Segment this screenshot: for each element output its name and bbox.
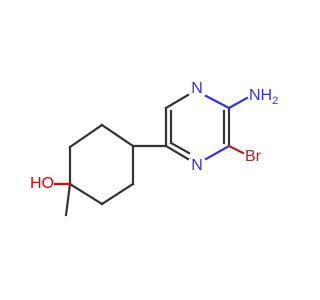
cyclohexane-ring [68, 123, 135, 206]
bond-c4-methyl [64, 182, 72, 217]
bromine-label: Br [245, 148, 262, 165]
bond-p5-nb [204, 144, 231, 161]
hydroxyl-label: HO [30, 175, 54, 192]
bond-amine [227, 96, 249, 110]
nitrogen-bottom-label: N [191, 157, 203, 174]
nitrogen-top-label: N [191, 80, 203, 97]
bond-c5-c6 [100, 182, 135, 206]
bond-nb-p1-double [169, 141, 191, 155]
bond-c4-c5 [68, 182, 104, 206]
pyrazine-ring [164, 93, 231, 161]
amine-label: NH2 [249, 87, 278, 107]
bond-nb-p1 [164, 144, 190, 161]
amine-subscript: 2 [272, 95, 278, 107]
bond-c2-c3 [68, 123, 104, 149]
bond-c1-c2 [100, 123, 135, 148]
amine-nh-text: NH [249, 87, 272, 104]
molecule-structure: N N NH2 Br HO [30, 80, 278, 217]
bond-bromine [227, 144, 245, 155]
bond-nt-p4 [204, 94, 231, 110]
bond-p2-nt [164, 93, 190, 110]
